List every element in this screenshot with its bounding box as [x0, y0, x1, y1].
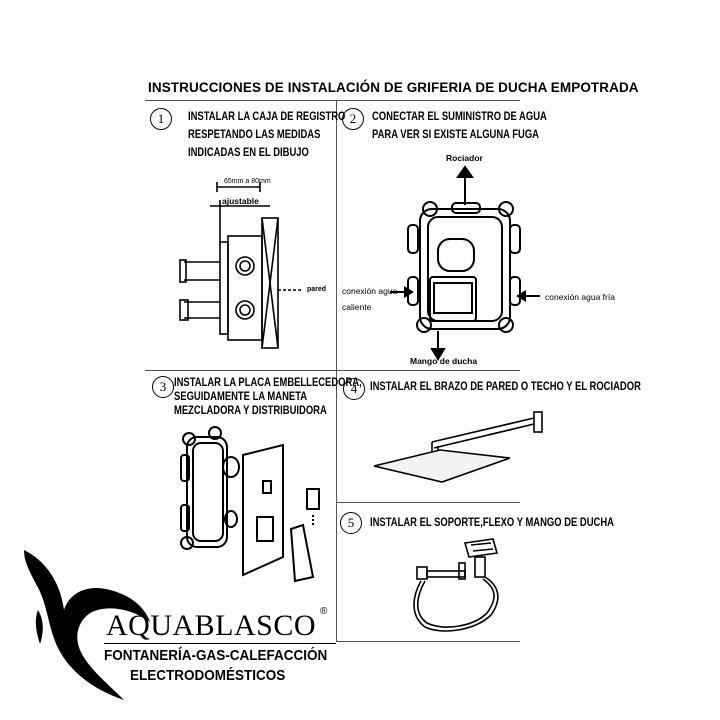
grid-divider-vertical	[336, 101, 337, 641]
step-4-number: 4	[343, 378, 365, 400]
wall-label: pared	[307, 286, 327, 293]
cold-connection-label: conexión agua fría	[545, 292, 615, 302]
hot-connection-label: conexión agua caliente	[342, 286, 397, 312]
registered-mark: ®	[320, 606, 328, 617]
sprayer-label: Rociador	[446, 153, 483, 163]
step-4-diagram	[373, 411, 543, 483]
step-5-text: INSTALAR EL SOPORTE,FLEXO Y MANGO DE DUC…	[370, 514, 614, 532]
step-1-diagram	[179, 182, 302, 349]
cold-connection-arrow	[516, 290, 540, 302]
step-5-number: 5	[340, 512, 362, 534]
step-3-line: SEGUIDAMENTE LA MANETA	[174, 391, 308, 403]
page-title: INSTRUCCIONES DE INSTALACIÓN DE GRIFERIA…	[148, 80, 639, 95]
step-3-text: INSTALAR LA PLACA EMBELLECEDORA, SEGUIDA…	[174, 376, 362, 418]
step-5-diagram	[413, 538, 499, 632]
handle-label: Mango de ducha	[410, 356, 478, 366]
grid-divider-bottom	[336, 641, 520, 642]
brand-tagline-2: ELECTRODOMÉSTICOS	[130, 667, 286, 684]
brand-tagline-1: FONTANERÍA-GAS-CALEFACCIÓN	[104, 647, 328, 664]
title-underline	[145, 100, 520, 101]
step-1-line: RESPETANDO LAS MEDIDAS	[188, 129, 321, 141]
step-2-line: PARA VER SI EXISTE ALGUNA FUGA	[372, 129, 539, 141]
brand-name: AQUABLASCO	[106, 609, 317, 642]
dimension-label: 65mm a 80mm	[224, 178, 271, 185]
hot-connection-line: caliente	[342, 302, 372, 312]
step-4-line: INSTALAR EL BRAZO DE PARED O TECHO Y EL …	[370, 381, 641, 393]
step-3-line: MEZCLADORA Y DISTRIBUIDORA	[174, 405, 327, 417]
brand-underline	[104, 643, 336, 644]
aquablasco-logo-icon	[24, 550, 150, 700]
step-2-number: 2	[342, 108, 364, 130]
grid-divider-row1	[145, 370, 520, 371]
step-3-number: 3	[152, 376, 174, 398]
grid-divider-step4-5	[336, 502, 520, 503]
adjustable-label: ajustable	[222, 196, 259, 206]
step-3-diagram	[180, 426, 320, 583]
step-2-line: CONECTAR EL SUMINISTRO DE AGUA	[372, 111, 547, 123]
step-4-text: INSTALAR EL BRAZO DE PARED O TECHO Y EL …	[370, 378, 641, 396]
step-3-line: INSTALAR LA PLACA EMBELLECEDORA,	[174, 377, 362, 389]
step-1-text: INSTALAR LA CAJA DE REGISTRO RESPETANDO …	[188, 108, 345, 162]
step-2-text: CONECTAR EL SUMINISTRO DE AGUA PARA VER …	[372, 108, 547, 144]
step-1-line: INSTALAR LA CAJA DE REGISTRO	[188, 111, 346, 123]
hot-connection-arrow	[390, 286, 414, 298]
step-2-diagram	[407, 165, 521, 361]
step-1-line: INDICADAS EN EL DIBUJO	[188, 147, 309, 159]
step-5-line: INSTALAR EL SOPORTE,FLEXO Y MANGO DE DUC…	[370, 517, 614, 529]
step-1-number: 1	[150, 108, 172, 130]
hot-connection-line: conexión agua	[342, 286, 398, 296]
